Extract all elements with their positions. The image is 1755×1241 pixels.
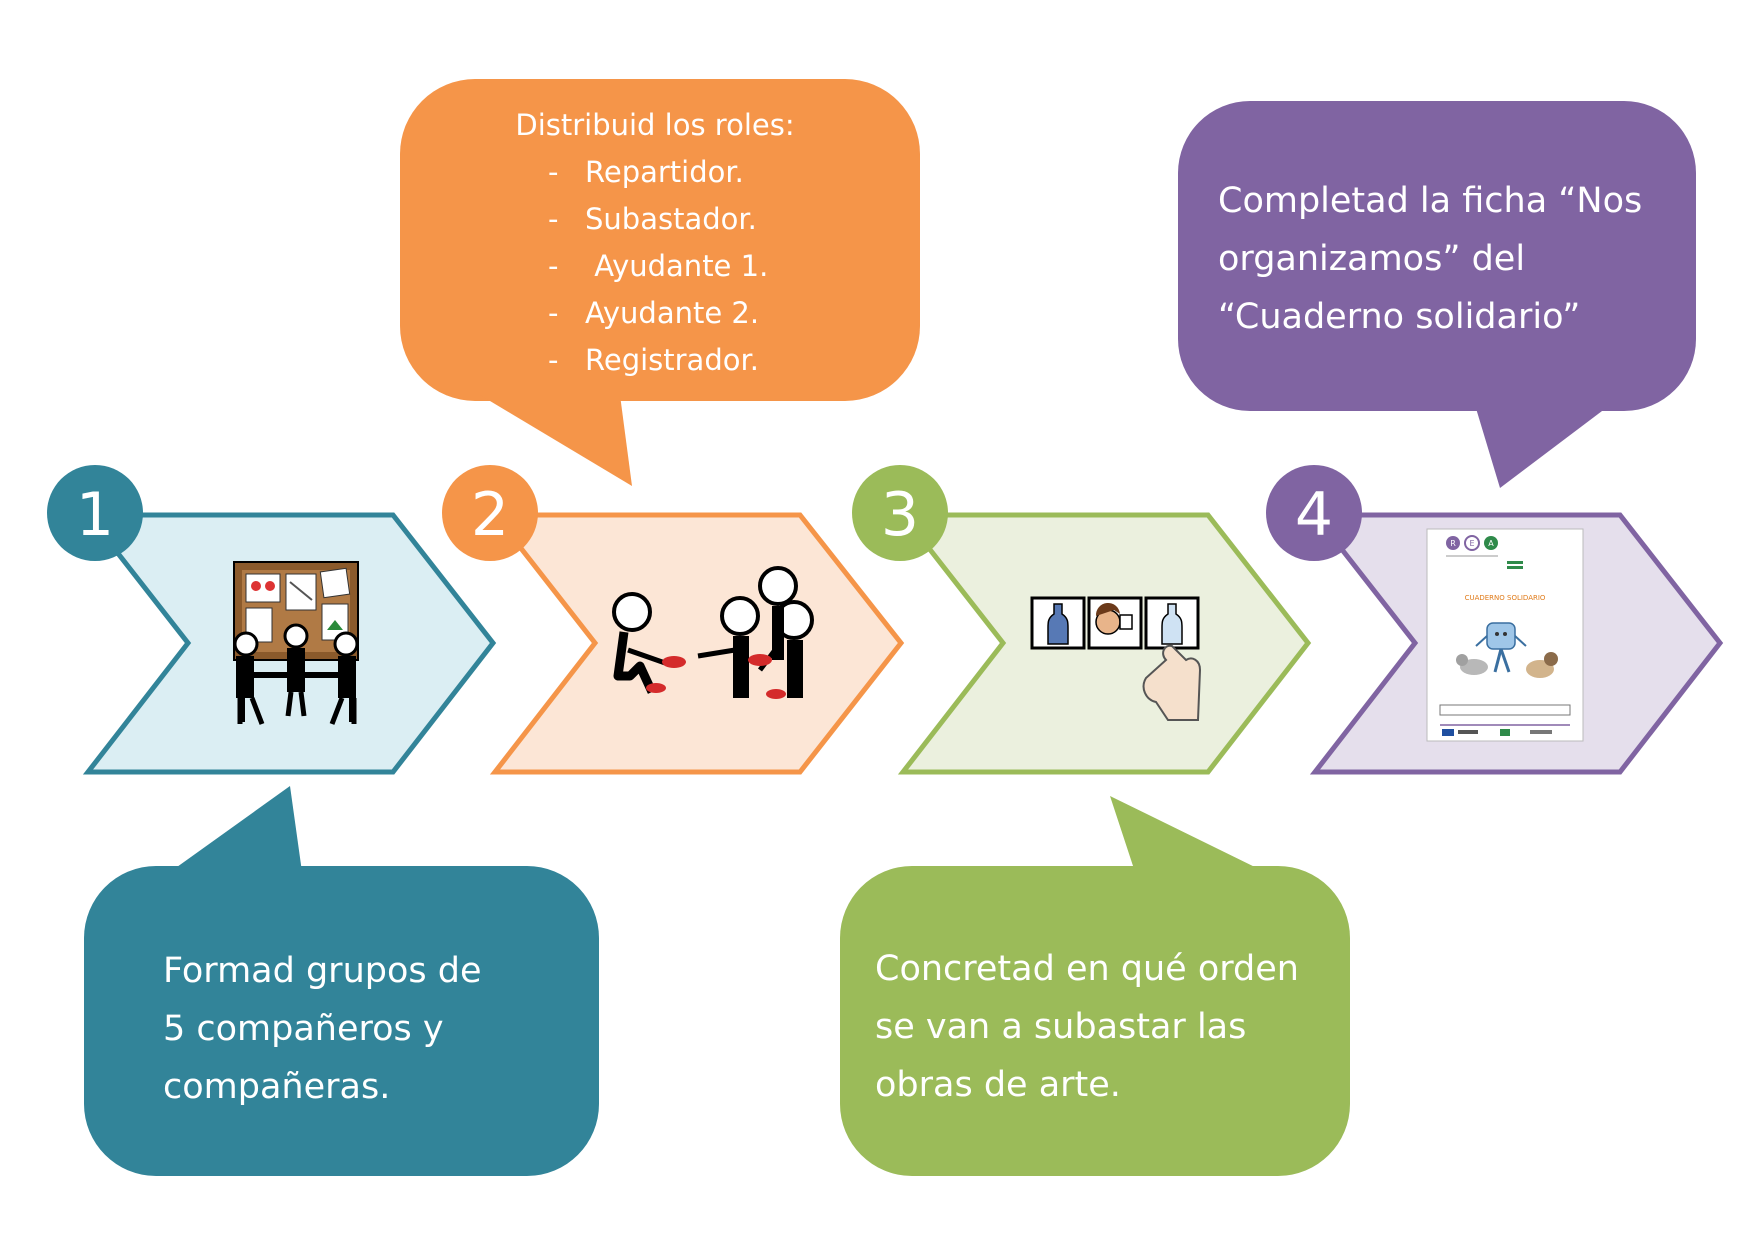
workbook-cover-thumbnail: R E A CUADERNO SOLIDARIO — [1426, 528, 1584, 742]
step-4-text-line: Completad la ficha “Nos — [1218, 181, 1642, 221]
group-meeting-pictogram — [233, 561, 359, 725]
step-3-text-line: se van a subastar las — [875, 1007, 1246, 1047]
roles-title: Distribuid los roles: — [515, 108, 794, 142]
role-dash: - — [548, 343, 558, 377]
role-item: Subastador. — [585, 202, 757, 236]
sharing-roles-pictogram — [612, 566, 814, 699]
step-3-text-line: Concretad en qué orden — [875, 949, 1299, 989]
auction-order-pictogram — [1030, 596, 1202, 721]
role-item: Ayudante 2. — [585, 296, 759, 330]
step-1-number: 1 — [76, 480, 114, 550]
step-3-speech-bubble: Concretad en qué orden se van a subastar… — [840, 796, 1350, 1176]
step-1-badge: 1 — [47, 465, 143, 561]
workbook-logo-letter: E — [1469, 539, 1474, 548]
step-1-speech-bubble: Formad grupos de 5 compañeros y compañer… — [84, 786, 599, 1176]
step-2-speech-bubble: Distribuid los roles: - Repartidor. - Su… — [400, 79, 920, 486]
workbook-logo-letter: R — [1450, 539, 1456, 548]
step-4-text-line: organizamos” del — [1218, 239, 1525, 279]
role-item: Repartidor. — [585, 155, 744, 189]
step-3-number: 3 — [881, 480, 919, 550]
role-dash: - — [548, 155, 558, 189]
step-1-text-line: Formad grupos de — [163, 951, 482, 991]
role-dash: - — [548, 296, 558, 330]
role-dash: - — [548, 249, 558, 283]
step-4-badge: 4 — [1266, 465, 1362, 561]
step-1-text-line: compañeras. — [163, 1067, 390, 1107]
step-4-text-line: “Cuaderno solidario” — [1218, 297, 1580, 337]
workbook-logo-letter: A — [1488, 539, 1494, 548]
step-2-badge: 2 — [442, 465, 538, 561]
workbook-title: CUADERNO SOLIDARIO — [1465, 594, 1546, 602]
step-4-speech-bubble: Completad la ficha “Nos organizamos” del… — [1178, 101, 1696, 488]
step-4-number: 4 — [1295, 480, 1333, 550]
step-1-text-line: 5 compañeros y — [163, 1009, 444, 1049]
step-3-badge: 3 — [852, 465, 948, 561]
step-2-number: 2 — [471, 480, 509, 550]
role-item: Ayudante 1. — [585, 249, 768, 283]
role-item: Registrador. — [585, 343, 759, 377]
role-dash: - — [548, 202, 558, 236]
step-3-text-line: obras de arte. — [875, 1065, 1121, 1105]
step-2-chevron — [489, 512, 905, 775]
